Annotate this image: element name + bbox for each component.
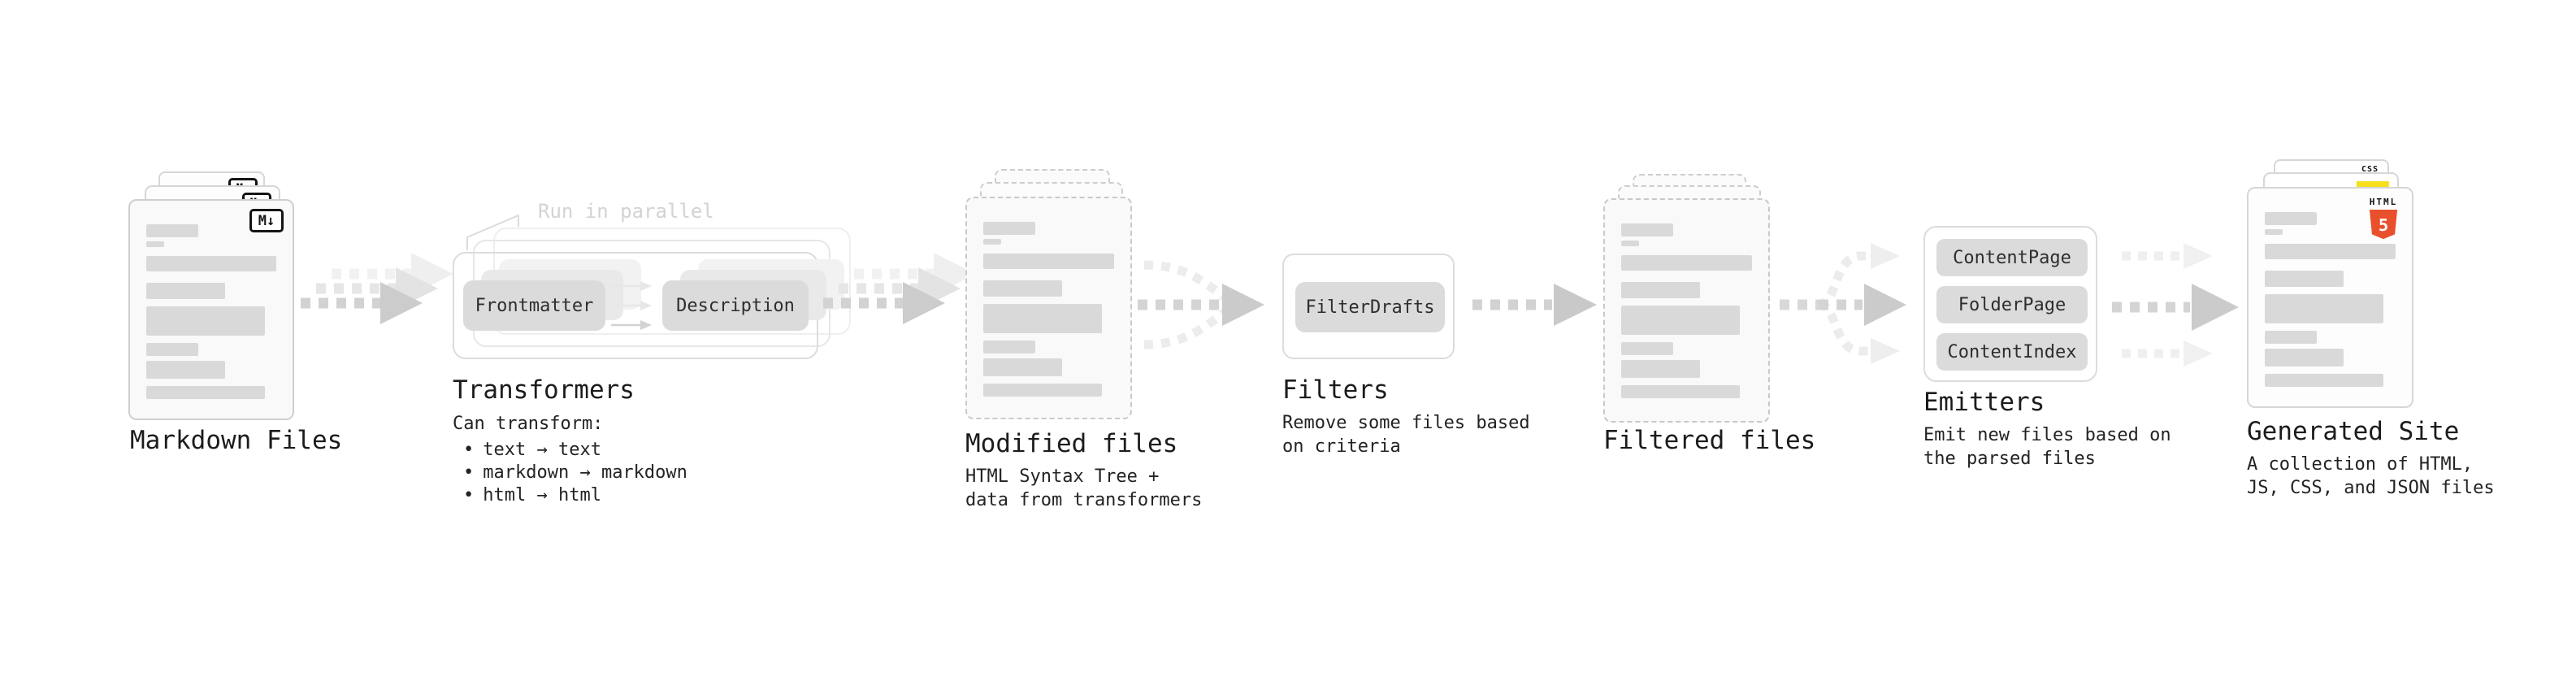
filtered-files-label: Filtered files bbox=[1603, 426, 1816, 455]
bullet-icon: • bbox=[463, 462, 475, 483]
text-placeholder-bar bbox=[1621, 223, 1673, 236]
text-placeholder-bar bbox=[2265, 271, 2344, 287]
text-placeholder-bar bbox=[983, 340, 1035, 354]
list-item: • text → text bbox=[463, 439, 687, 462]
text-placeholder-bar bbox=[146, 343, 198, 356]
transformers-bullet-list: • text → text • markdown → markdown • html … bbox=[463, 439, 687, 507]
text-placeholder-bar bbox=[146, 283, 225, 299]
emitters-label: Emitters bbox=[1923, 388, 2045, 417]
text-placeholder-bar bbox=[2265, 331, 2317, 344]
text-placeholder-bar bbox=[1621, 282, 1700, 298]
list-item: • html → html bbox=[463, 484, 687, 507]
text-placeholder-bar bbox=[1621, 241, 1639, 246]
text-placeholder-bar bbox=[983, 254, 1114, 269]
arrow-markdown-to-transformers bbox=[301, 253, 453, 324]
text-placeholder-bar bbox=[2265, 349, 2344, 367]
generated-site-stack: CSS HTML 5 bbox=[2247, 159, 2426, 413]
site-page-html: HTML 5 bbox=[2247, 187, 2413, 408]
bullet-icon: • bbox=[463, 440, 475, 460]
filters-description: Remove some files based on criteria bbox=[1282, 413, 1530, 457]
emitters-panel: ContentPage FolderPage ContentIndex bbox=[1923, 226, 2097, 382]
text-placeholder-bar bbox=[146, 386, 265, 399]
run-in-parallel-annotation: Run in parallel bbox=[538, 200, 714, 223]
bullet-text: markdown → markdown bbox=[483, 462, 687, 483]
html5-icon: HTML 5 bbox=[2365, 197, 2402, 242]
transformers-description-heading: Can transform: bbox=[453, 414, 604, 434]
text-placeholder-bar bbox=[2265, 294, 2383, 323]
content-index-chip: ContentIndex bbox=[1936, 333, 2088, 371]
text-placeholder-bar bbox=[2265, 374, 2383, 387]
document-text-placeholder bbox=[2265, 212, 2396, 387]
bullet-text: text → text bbox=[483, 440, 601, 460]
text-placeholder-bar bbox=[983, 222, 1035, 235]
document-text-placeholder bbox=[983, 222, 1114, 397]
html5-number: 5 bbox=[2379, 215, 2388, 235]
filters-panel: FilterDrafts bbox=[1282, 254, 1455, 359]
chip-transform-arrows bbox=[611, 281, 652, 330]
text-placeholder-bar bbox=[146, 224, 198, 237]
text-placeholder-bar bbox=[2265, 229, 2283, 235]
transformers-label: Transformers bbox=[453, 375, 635, 405]
markdown-icon: M↓ bbox=[249, 209, 284, 232]
modified-files-description: HTML Syntax Tree + data from transformer… bbox=[965, 466, 1203, 510]
filters-label: Filters bbox=[1282, 375, 1389, 405]
description-chip: Description bbox=[662, 280, 809, 331]
transformers-group: Run in parallel Frontmatter Description bbox=[453, 195, 859, 378]
text-placeholder-bar bbox=[146, 256, 276, 271]
text-placeholder-bar bbox=[2265, 212, 2317, 225]
text-placeholder-bar bbox=[983, 358, 1062, 376]
text-placeholder-bar bbox=[983, 239, 1001, 245]
filtered-files-stack bbox=[1603, 174, 1774, 423]
text-placeholder-bar bbox=[1621, 255, 1752, 271]
arrow-filters-to-filtered bbox=[1472, 284, 1597, 326]
text-placeholder-bar bbox=[1621, 360, 1700, 378]
folder-page-chip: FolderPage bbox=[1936, 286, 2088, 323]
markdown-file-page-front: M↓ bbox=[128, 199, 294, 420]
html5-shield-icon: 5 bbox=[2369, 210, 2398, 240]
list-item: • markdown → markdown bbox=[463, 462, 687, 484]
modified-files-label: Modified files bbox=[965, 429, 1178, 458]
text-placeholder-bar bbox=[146, 361, 225, 379]
arrow-transformers-to-modified bbox=[823, 253, 976, 324]
text-placeholder-bar bbox=[983, 280, 1062, 297]
generated-site-label: Generated Site bbox=[2247, 417, 2460, 446]
emitters-description: Emit new files based on the parsed files bbox=[1923, 425, 2171, 469]
text-placeholder-bar bbox=[983, 384, 1102, 397]
css-icon-label: CSS bbox=[2361, 165, 2379, 174]
document-text-placeholder bbox=[146, 224, 276, 399]
markdown-files-label: Markdown Files bbox=[130, 426, 343, 455]
frontmatter-chip: Frontmatter bbox=[463, 280, 605, 331]
arrow-filtered-to-emitters-fanout bbox=[1780, 243, 1906, 364]
html5-icon-label: HTML bbox=[2369, 197, 2398, 207]
text-placeholder-bar bbox=[2265, 244, 2396, 259]
markdown-files-stack: M↓ M↓ M↓ bbox=[128, 158, 307, 427]
generated-site-description: A collection of HTML, JS, CSS, and JSON … bbox=[2247, 454, 2495, 498]
arrow-emitters-to-site bbox=[2112, 243, 2239, 367]
content-page-chip: ContentPage bbox=[1936, 239, 2088, 276]
text-placeholder-bar bbox=[1621, 306, 1740, 335]
document-text-placeholder bbox=[1621, 223, 1752, 398]
modified-files-stack bbox=[965, 169, 1136, 423]
text-placeholder-bar bbox=[146, 306, 265, 336]
bullet-text: html → html bbox=[483, 485, 601, 505]
modified-file-page-front bbox=[965, 197, 1132, 419]
annotation-callout-line bbox=[466, 214, 519, 250]
filter-drafts-chip: FilterDrafts bbox=[1295, 282, 1445, 332]
text-placeholder-bar bbox=[983, 304, 1102, 333]
arrow-modified-to-filters-merge bbox=[1138, 260, 1264, 349]
text-placeholder-bar bbox=[146, 241, 164, 247]
filtered-file-page-front bbox=[1603, 198, 1770, 423]
bullet-icon: • bbox=[463, 485, 475, 505]
text-placeholder-bar bbox=[1621, 342, 1673, 355]
text-placeholder-bar bbox=[1621, 385, 1740, 398]
